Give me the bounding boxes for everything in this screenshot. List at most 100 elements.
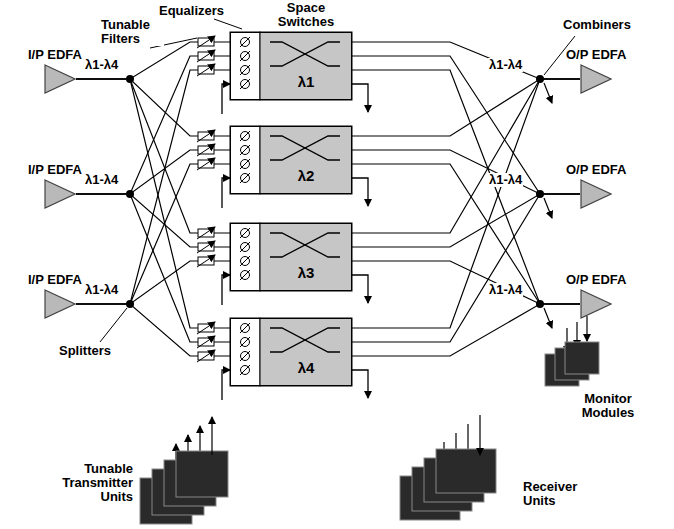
fiber-connector (352, 79, 580, 136)
attenuator-slash (240, 173, 250, 183)
equalizer-box (230, 223, 260, 291)
amplifier-triangle (44, 179, 76, 209)
fiber-connector (352, 79, 580, 328)
input-edfa: I/P EDFA (28, 272, 82, 319)
amplifier-triangle (580, 179, 612, 209)
fiber-connector (76, 79, 230, 328)
switch-path (270, 328, 340, 352)
monitor-tap (544, 198, 552, 218)
text-label: λ1-λ4 (84, 58, 119, 72)
filter-tuning-arrow (197, 64, 215, 76)
add-line (222, 275, 230, 305)
text-label: Tunable Transmitter Units (28, 462, 134, 504)
equalizer-box (230, 318, 260, 386)
fiber-connector (76, 79, 230, 136)
space-switch: λ4 (230, 318, 352, 386)
text-label: Combiners (562, 18, 632, 32)
attenuator-slash (240, 256, 250, 266)
switch-path (270, 136, 340, 160)
fiber-connector (76, 56, 230, 194)
attenuator-slash (240, 351, 250, 361)
text-label: Splitters (58, 344, 112, 358)
filter-tuning-arrow (197, 350, 215, 362)
add-line (222, 370, 230, 400)
text-label: Monitor Modules (574, 392, 642, 420)
fiber-connector (352, 56, 580, 194)
attenuator-symbol (241, 257, 250, 266)
attenuator-slash (240, 337, 250, 347)
filter-tuning-arrow (197, 336, 215, 348)
attenuator-slash (240, 65, 250, 75)
amplifier-label: I/P EDFA (28, 47, 82, 62)
amplifier-shape (581, 290, 611, 318)
fiber-connector (352, 194, 580, 247)
fiber-connector (76, 261, 230, 304)
attenuator-symbol (241, 146, 250, 155)
text-label: λ1-λ4 (488, 173, 523, 187)
monitor-module (565, 342, 599, 374)
amplifier-shape (45, 180, 75, 208)
input-edfa: I/P EDFA (28, 47, 82, 94)
filter-tuning-arrow (197, 36, 215, 48)
attenuator-slash (240, 159, 250, 169)
wavelength-label: λ2 (261, 127, 351, 184)
amplifier-shape (45, 290, 75, 318)
attenuator-symbol (241, 324, 250, 333)
fiber-connector (76, 164, 230, 304)
attenuator-slash (240, 365, 250, 375)
text-label: Tunable Filters (100, 18, 164, 46)
text-label: λ1-λ4 (488, 58, 523, 72)
amplifier-label: O/P EDFA (566, 162, 626, 177)
amplifier-triangle (580, 289, 612, 319)
space-switch: λ3 (230, 223, 352, 291)
wavelength-label: λ1 (261, 33, 351, 90)
text-label: λ1-λ4 (84, 283, 119, 297)
amplifier-shape (45, 65, 75, 93)
drop-line (352, 370, 368, 398)
filter-tuning-arrow (197, 50, 215, 62)
monitor-tap (544, 308, 552, 328)
output-edfa: O/P EDFA (566, 272, 626, 319)
switch-path (270, 42, 340, 66)
leader-line (100, 308, 127, 342)
fiber-connector (352, 150, 580, 194)
attenuator-symbol (241, 366, 250, 375)
attenuator-slash (240, 37, 250, 47)
text-label: λ1-λ4 (488, 283, 523, 297)
attenuator-symbol (241, 174, 250, 183)
attenuator-slash (240, 323, 250, 333)
attenuator-symbol (241, 338, 250, 347)
output-edfa: O/P EDFA (566, 162, 626, 209)
attenuator-symbol (241, 80, 250, 89)
splitter-dot (126, 300, 134, 308)
fiber-connector (76, 194, 230, 247)
fiber-connector (352, 70, 580, 304)
filter-tuning-arrow (197, 227, 215, 239)
attenuator-slash (240, 228, 250, 238)
switch-body (260, 32, 352, 100)
space-switch: λ1 (230, 32, 352, 100)
switch-path (270, 233, 340, 257)
amplifier-label: O/P EDFA (566, 272, 626, 287)
amplifier-triangle (44, 289, 76, 319)
text-label: Receiver Units (522, 480, 596, 508)
attenuator-symbol (241, 160, 250, 169)
attenuator-symbol (241, 38, 250, 47)
text-label: Space Switches (262, 1, 350, 29)
attenuator-slash (240, 131, 250, 141)
fiber-connector (76, 150, 230, 194)
switch-body (260, 126, 352, 194)
switch-path (270, 136, 340, 160)
attenuator-slash (240, 242, 250, 252)
wavelength-label: λ3 (261, 224, 351, 281)
switch-body (260, 318, 352, 386)
attenuator-symbol (241, 271, 250, 280)
filter-tuning-arrow (197, 144, 215, 156)
attenuator-symbol (241, 243, 250, 252)
text-label: λ1-λ4 (84, 173, 119, 187)
fiber-connector (352, 79, 580, 233)
amplifier-shape (581, 65, 611, 93)
input-edfa: I/P EDFA (28, 162, 82, 209)
equalizer-box (230, 32, 260, 100)
